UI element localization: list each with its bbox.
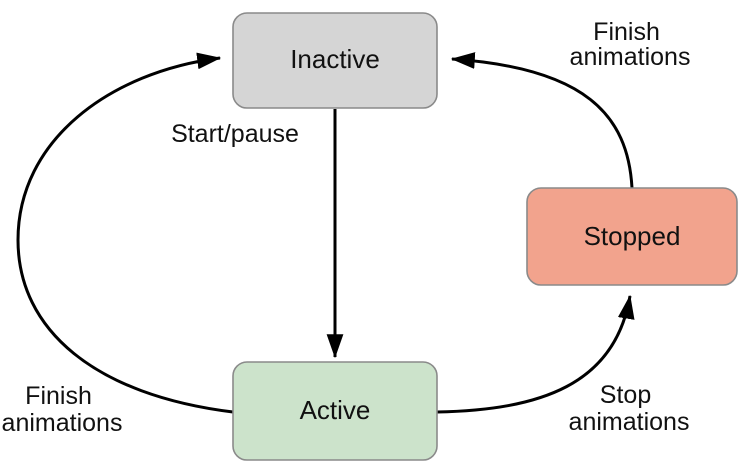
node-inactive: Inactive [232,12,438,109]
node-active: Active [232,361,438,461]
edge-label-stop-animations: Stop animations [569,381,690,436]
edge-label-finish-animations-left: Finish animations [2,382,123,437]
inactive-state-label: Inactive [290,44,380,74]
active-state-box [232,361,438,461]
inactive-state-box [232,12,438,109]
edge-label-line: Finish [593,18,660,46]
edge-label-finish-animations-top: Finish animations [570,18,691,71]
edge-label-line: Finish [25,382,92,410]
edge-label-start-pause: Start/pause [171,120,299,148]
edge-active-to-inactive-arrow [16,52,234,414]
edge-stopped-to-inactive-arrow [450,52,634,189]
edge-labels: Start/pause Stop animations Finish anima… [2,18,691,437]
node-stopped: Stopped [526,187,738,286]
stopped-state-box [526,187,738,286]
edge-label-line: animations [569,408,690,436]
edge-label-line: Stop [600,381,651,409]
edges [16,52,635,414]
edge-label-line: animations [2,409,123,437]
active-state-label: Active [300,395,371,425]
edge-active-to-stopped-arrow [436,294,635,414]
stopped-state-label: Stopped [584,221,681,251]
edge-label-line: animations [570,43,691,71]
